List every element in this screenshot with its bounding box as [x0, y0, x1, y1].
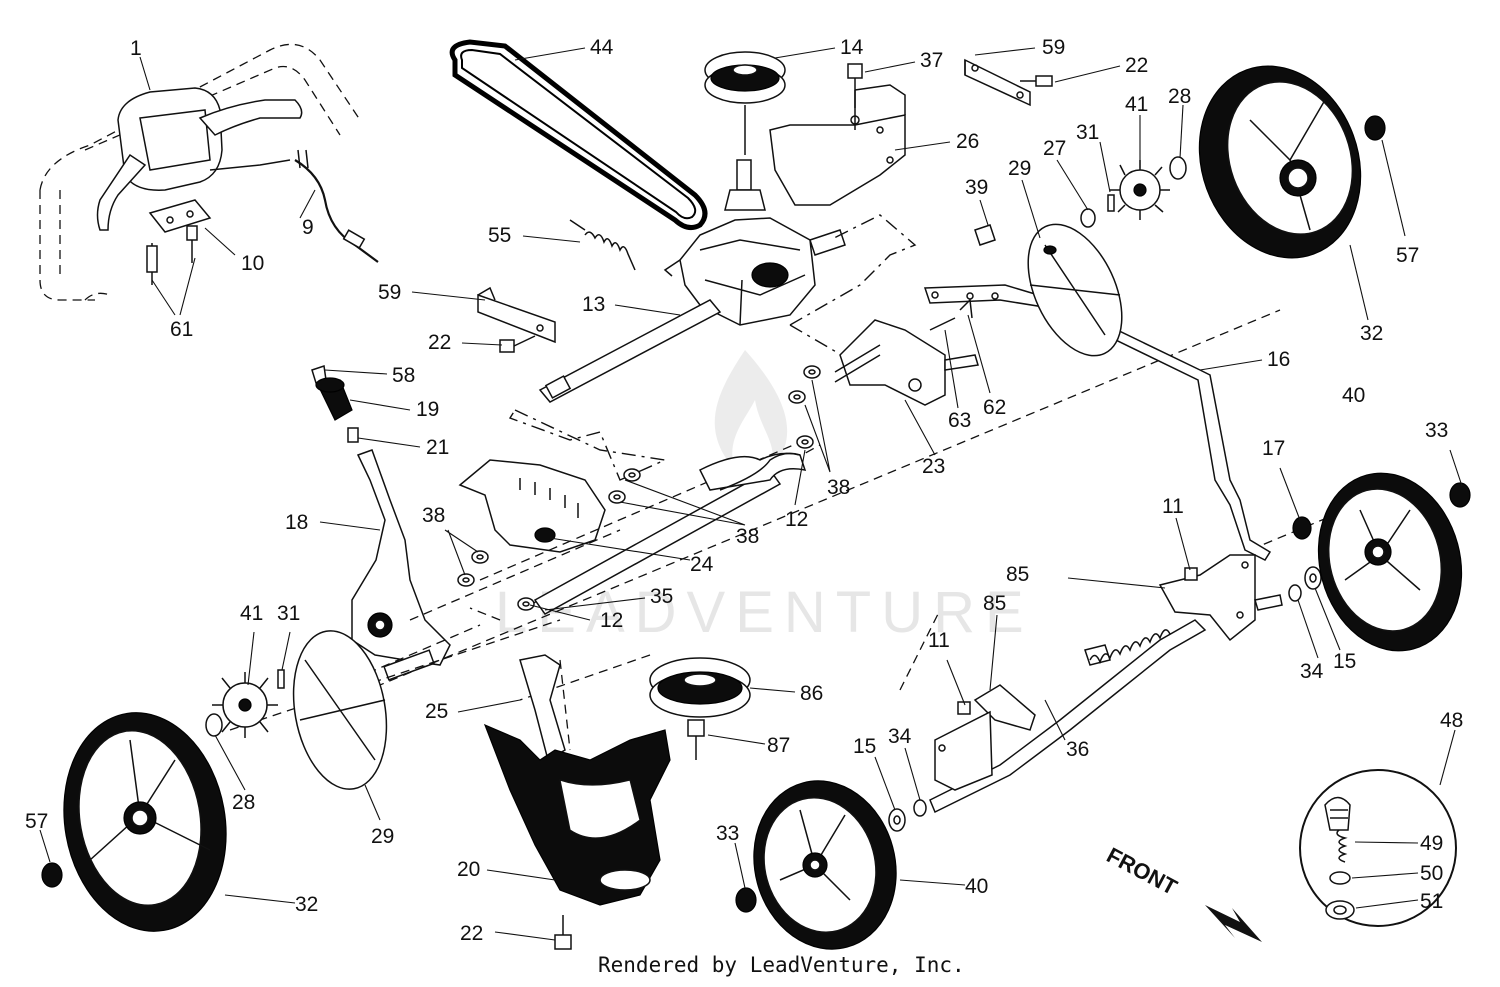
part-plate-59-top [964, 58, 1053, 107]
callout-31-top: 31 [1076, 121, 1099, 144]
callout-13: 13 [582, 293, 605, 316]
part-front-axle-36 [929, 554, 1283, 814]
callout-59-top: 59 [1042, 36, 1065, 59]
callout-61: 61 [170, 318, 193, 341]
callout-19: 19 [416, 398, 439, 421]
callout-86: 86 [800, 682, 823, 705]
part-wheel-32-right [1198, 65, 1386, 259]
front-label: FRONT [1103, 842, 1182, 900]
callout-33-bottom: 33 [716, 822, 739, 845]
callout-22-top: 22 [1125, 54, 1148, 77]
callout-39: 39 [965, 176, 988, 199]
part-nuts-38 [457, 365, 821, 611]
part-bracket-26 [769, 63, 906, 206]
part-handle-control [39, 43, 379, 301]
part-wheel-40-bottom [735, 780, 897, 950]
callout-49: 49 [1420, 832, 1443, 855]
part-wheel-40-right [1317, 472, 1471, 652]
part-guard-24 [458, 459, 606, 553]
part-drive-belt [449, 39, 708, 231]
part-detail-48 [1299, 769, 1457, 927]
part-spring-55 [569, 219, 636, 271]
part-gear-41-bottom [205, 630, 388, 790]
callout-12-bottom: 12 [600, 609, 623, 632]
callout-26: 26 [956, 130, 979, 153]
callout-11-left: 11 [928, 629, 950, 652]
callout-35: 35 [650, 585, 673, 608]
callout-58: 58 [392, 364, 415, 387]
callout-28-top: 28 [1168, 85, 1191, 108]
callout-28-bottom: 28 [232, 791, 255, 814]
callout-24: 24 [690, 553, 714, 576]
callout-37: 37 [920, 49, 943, 72]
callout-40-bottom: 40 [965, 875, 988, 898]
front-direction-indicator: FRONT [1103, 842, 1262, 942]
callout-48: 48 [1440, 709, 1463, 732]
callout-38-guard: 38 [736, 525, 759, 548]
part-pulley-86 [649, 657, 751, 760]
callout-32-right: 32 [1360, 322, 1383, 345]
callout-1: 1 [130, 37, 142, 60]
part-bracket-23 [834, 319, 979, 406]
part-knob-19 [311, 365, 359, 443]
callout-41-top: 41 [1125, 93, 1148, 116]
callout-33-right: 33 [1425, 419, 1448, 442]
callout-23: 23 [922, 455, 945, 478]
callout-55: 55 [488, 224, 511, 247]
part-disc-29-top [1027, 223, 1123, 357]
callout-85-right: 85 [1006, 563, 1029, 586]
callout-29-top: 29 [1008, 157, 1031, 180]
callout-29-bottom: 29 [371, 825, 394, 848]
callout-9: 9 [302, 216, 314, 239]
part-wheel-32-left [41, 712, 227, 932]
callout-12-center: 12 [785, 508, 808, 531]
callout-31-bottom: 31 [277, 602, 300, 625]
part-cover-20 [483, 654, 671, 950]
callout-38-center: 38 [827, 476, 850, 499]
callout-14: 14 [840, 36, 864, 59]
callout-17: 17 [1262, 437, 1285, 460]
part-transmission [538, 51, 846, 403]
part-washers [888, 516, 1322, 832]
callout-10: 10 [241, 252, 264, 275]
callout-40-right: 40 [1342, 384, 1365, 407]
callout-36: 36 [1066, 738, 1089, 761]
callout-38-left: 38 [422, 504, 445, 527]
callout-51: 51 [1420, 890, 1443, 913]
callout-27: 27 [1043, 137, 1066, 160]
callout-18: 18 [285, 511, 308, 534]
callout-22-left: 22 [428, 331, 451, 354]
callout-41-bottom: 41 [240, 602, 263, 625]
callout-87: 87 [767, 734, 790, 757]
part-axle-35 [533, 452, 807, 615]
callout-57-right: 57 [1396, 244, 1419, 267]
callout-25: 25 [425, 700, 448, 723]
callout-32-left: 32 [295, 893, 318, 916]
callout-22-bottom: 22 [460, 922, 483, 945]
callout-11-right: 11 [1162, 495, 1184, 518]
callout-34-bottom: 34 [888, 725, 912, 748]
callout-57-left: 57 [25, 810, 48, 833]
callout-15-bottom: 15 [853, 735, 876, 758]
callout-85-left: 85 [983, 592, 1006, 615]
callout-16: 16 [1267, 348, 1290, 371]
callout-50: 50 [1420, 862, 1443, 885]
callout-20: 20 [457, 858, 480, 881]
callout-62: 62 [983, 396, 1006, 419]
callout-labels: 1 9 10 61 44 14 37 26 59 22 41 28 31 27 … [25, 36, 1463, 945]
part-plate-59-left [477, 286, 556, 353]
callout-63: 63 [948, 409, 971, 432]
part-gear-41-top [1080, 156, 1187, 228]
credit-text: Rendered by LeadVenture, Inc. [598, 953, 965, 977]
callout-21: 21 [426, 436, 449, 459]
part-height-lever-18 [351, 449, 451, 681]
callout-59-left: 59 [378, 281, 401, 304]
leader-lines [39, 47, 1463, 941]
callout-15-right: 15 [1333, 650, 1356, 673]
callout-34-right: 34 [1300, 660, 1324, 683]
callout-44: 44 [590, 36, 614, 59]
